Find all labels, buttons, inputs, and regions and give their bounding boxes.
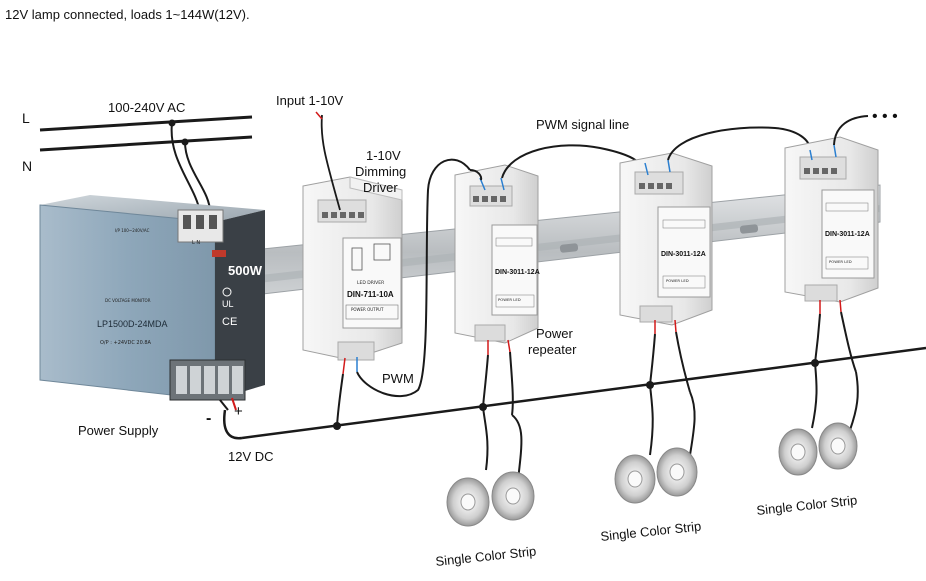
label-pwm-signal: PWM signal line: [536, 117, 629, 132]
label-mains-l: L: [22, 110, 30, 126]
repeater-module-3: DIN-3011-12A POWER LED: [784, 115, 879, 431]
power-supply-unit: 500W DC VOLTAGE MONITOR LP1500D-24MDA O/…: [39, 195, 265, 411]
psu-input-text: I/P 100~240V/AC: [115, 228, 150, 233]
driver-table: POWER OUTPUT: [351, 307, 384, 312]
label-mains-voltage: 100-240V AC: [108, 100, 185, 115]
power-symbol-icon: [222, 287, 232, 297]
label-ellipsis: • • •: [872, 108, 898, 125]
psu-terminal-text: L N: [192, 240, 200, 246]
psu-output-text: O/P : +24VDC 20.8A: [100, 340, 152, 346]
label-dc: 12V DC: [228, 449, 274, 464]
module3-table: POWER LED: [829, 259, 852, 264]
driver-model: DIN-711-10A: [347, 290, 394, 299]
label-plus: +: [234, 403, 243, 420]
mains-lines: [39, 115, 253, 213]
module2-table: POWER LED: [666, 278, 689, 283]
ce-mark: CE: [222, 316, 237, 328]
label-mains-n: N: [22, 158, 32, 174]
label-driver-line1: 1-10V: [366, 148, 401, 163]
label-driver-line2: Dimming: [355, 164, 406, 179]
label-strip-3: Single Color Strip: [756, 492, 858, 517]
module1-model: DIN-3011-12A: [495, 269, 540, 276]
dimming-driver-module: LED DRIVER DIN-711-10A POWER OUTPUT: [302, 111, 471, 427]
label-strip-1: Single Color Strip: [435, 543, 537, 568]
strip-reels-3: [778, 422, 858, 476]
module3-model: DIN-3011-12A: [825, 231, 870, 238]
label-repeater-line2: repeater: [528, 342, 577, 357]
repeater-module-1: DIN-3011-12A POWER LED: [454, 144, 643, 481]
ul-mark: UL: [222, 299, 234, 309]
label-pwm: PWM: [382, 371, 414, 386]
label-strip-2: Single Color Strip: [600, 518, 702, 543]
repeater-module-2: DIN-3011-12A POWER LED: [619, 126, 811, 456]
label-power-supply: Power Supply: [78, 423, 159, 438]
dc-bus: [223, 346, 926, 440]
strip-reels-2: [614, 447, 698, 504]
module1-table: POWER LED: [498, 297, 521, 302]
label-driver-line3: Driver: [363, 180, 398, 195]
strip-reels-1: [446, 471, 535, 527]
psu-wattage: 500W: [228, 263, 263, 278]
psu-brand-text: DC VOLTAGE MONITOR: [105, 298, 151, 303]
psu-model: LP1500D-24MDA: [97, 319, 168, 329]
module2-model: DIN-3011-12A: [661, 251, 706, 258]
header-caption: 12V lamp connected, loads 1~144W(12V).: [5, 7, 250, 22]
label-minus: -: [206, 410, 211, 427]
driver-sub-label: LED DRIVER: [357, 280, 384, 286]
label-repeater-line1: Power: [536, 326, 574, 341]
label-input: Input 1-10V: [276, 93, 344, 108]
